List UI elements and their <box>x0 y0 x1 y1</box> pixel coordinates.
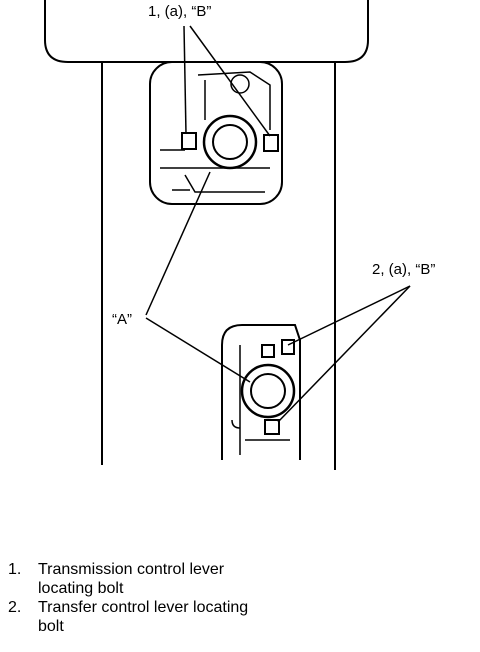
upper-left-bolt <box>181 132 197 150</box>
upper-pin-hole <box>230 74 250 94</box>
upper-shaft-outer <box>202 114 258 170</box>
upper-lever-bracket <box>149 61 283 205</box>
lever-assembly-diagram <box>44 0 411 470</box>
lower-shaft-inner <box>250 373 286 409</box>
leader-lines <box>145 25 411 423</box>
lower-bottom-bolt <box>264 419 280 435</box>
callout-a: “A” <box>112 311 132 328</box>
upper-shaft-inner <box>212 124 248 160</box>
legend-text: Transmission control lever locating bolt <box>38 561 225 597</box>
callout-bolt-1: 1, (a), “B” <box>148 3 212 20</box>
legend-number: 1. <box>8 561 22 578</box>
lower-lever-bracket <box>221 324 301 460</box>
legend-item: 1. Transmission control lever locating b… <box>8 560 258 598</box>
lower-shaft-outer <box>240 363 296 419</box>
legend: 1. Transmission control lever locating b… <box>8 560 258 636</box>
legend-number: 2. <box>8 599 22 616</box>
legend-text: Transfer control lever locating bolt <box>38 599 249 635</box>
lower-top-bolt-2 <box>281 339 295 355</box>
lower-top-bolt-1 <box>261 344 275 358</box>
callout-bolt-2: 2, (a), “B” <box>372 261 436 278</box>
legend-item: 2. Transfer control lever locating bolt <box>8 598 258 636</box>
upper-right-bolt <box>263 134 279 152</box>
